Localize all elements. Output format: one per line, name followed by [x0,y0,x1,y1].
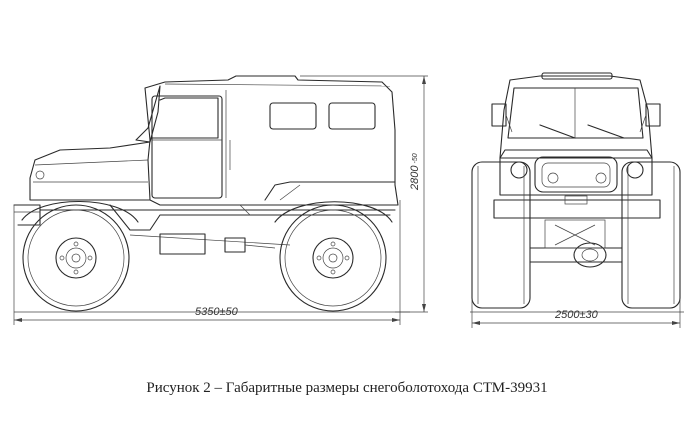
side-view [13,75,410,313]
left-wheel-front [471,161,531,309]
height-dimension: 2800-50 [300,75,428,313]
front-view [470,72,684,313]
front-wheel-side [22,204,130,312]
length-dimension: 5350±50 [13,200,401,325]
right-wheel-front [621,161,681,309]
width-label: 2500±30 [554,309,599,321]
width-dimension: 2500±30 [471,300,681,328]
length-label: 5350±50 [195,306,239,318]
height-label: 2800-50 [409,153,421,191]
figure-caption: Рисунок 2 – Габаритные размеры снегоболо… [146,380,548,396]
rear-wheel-side [279,204,387,312]
